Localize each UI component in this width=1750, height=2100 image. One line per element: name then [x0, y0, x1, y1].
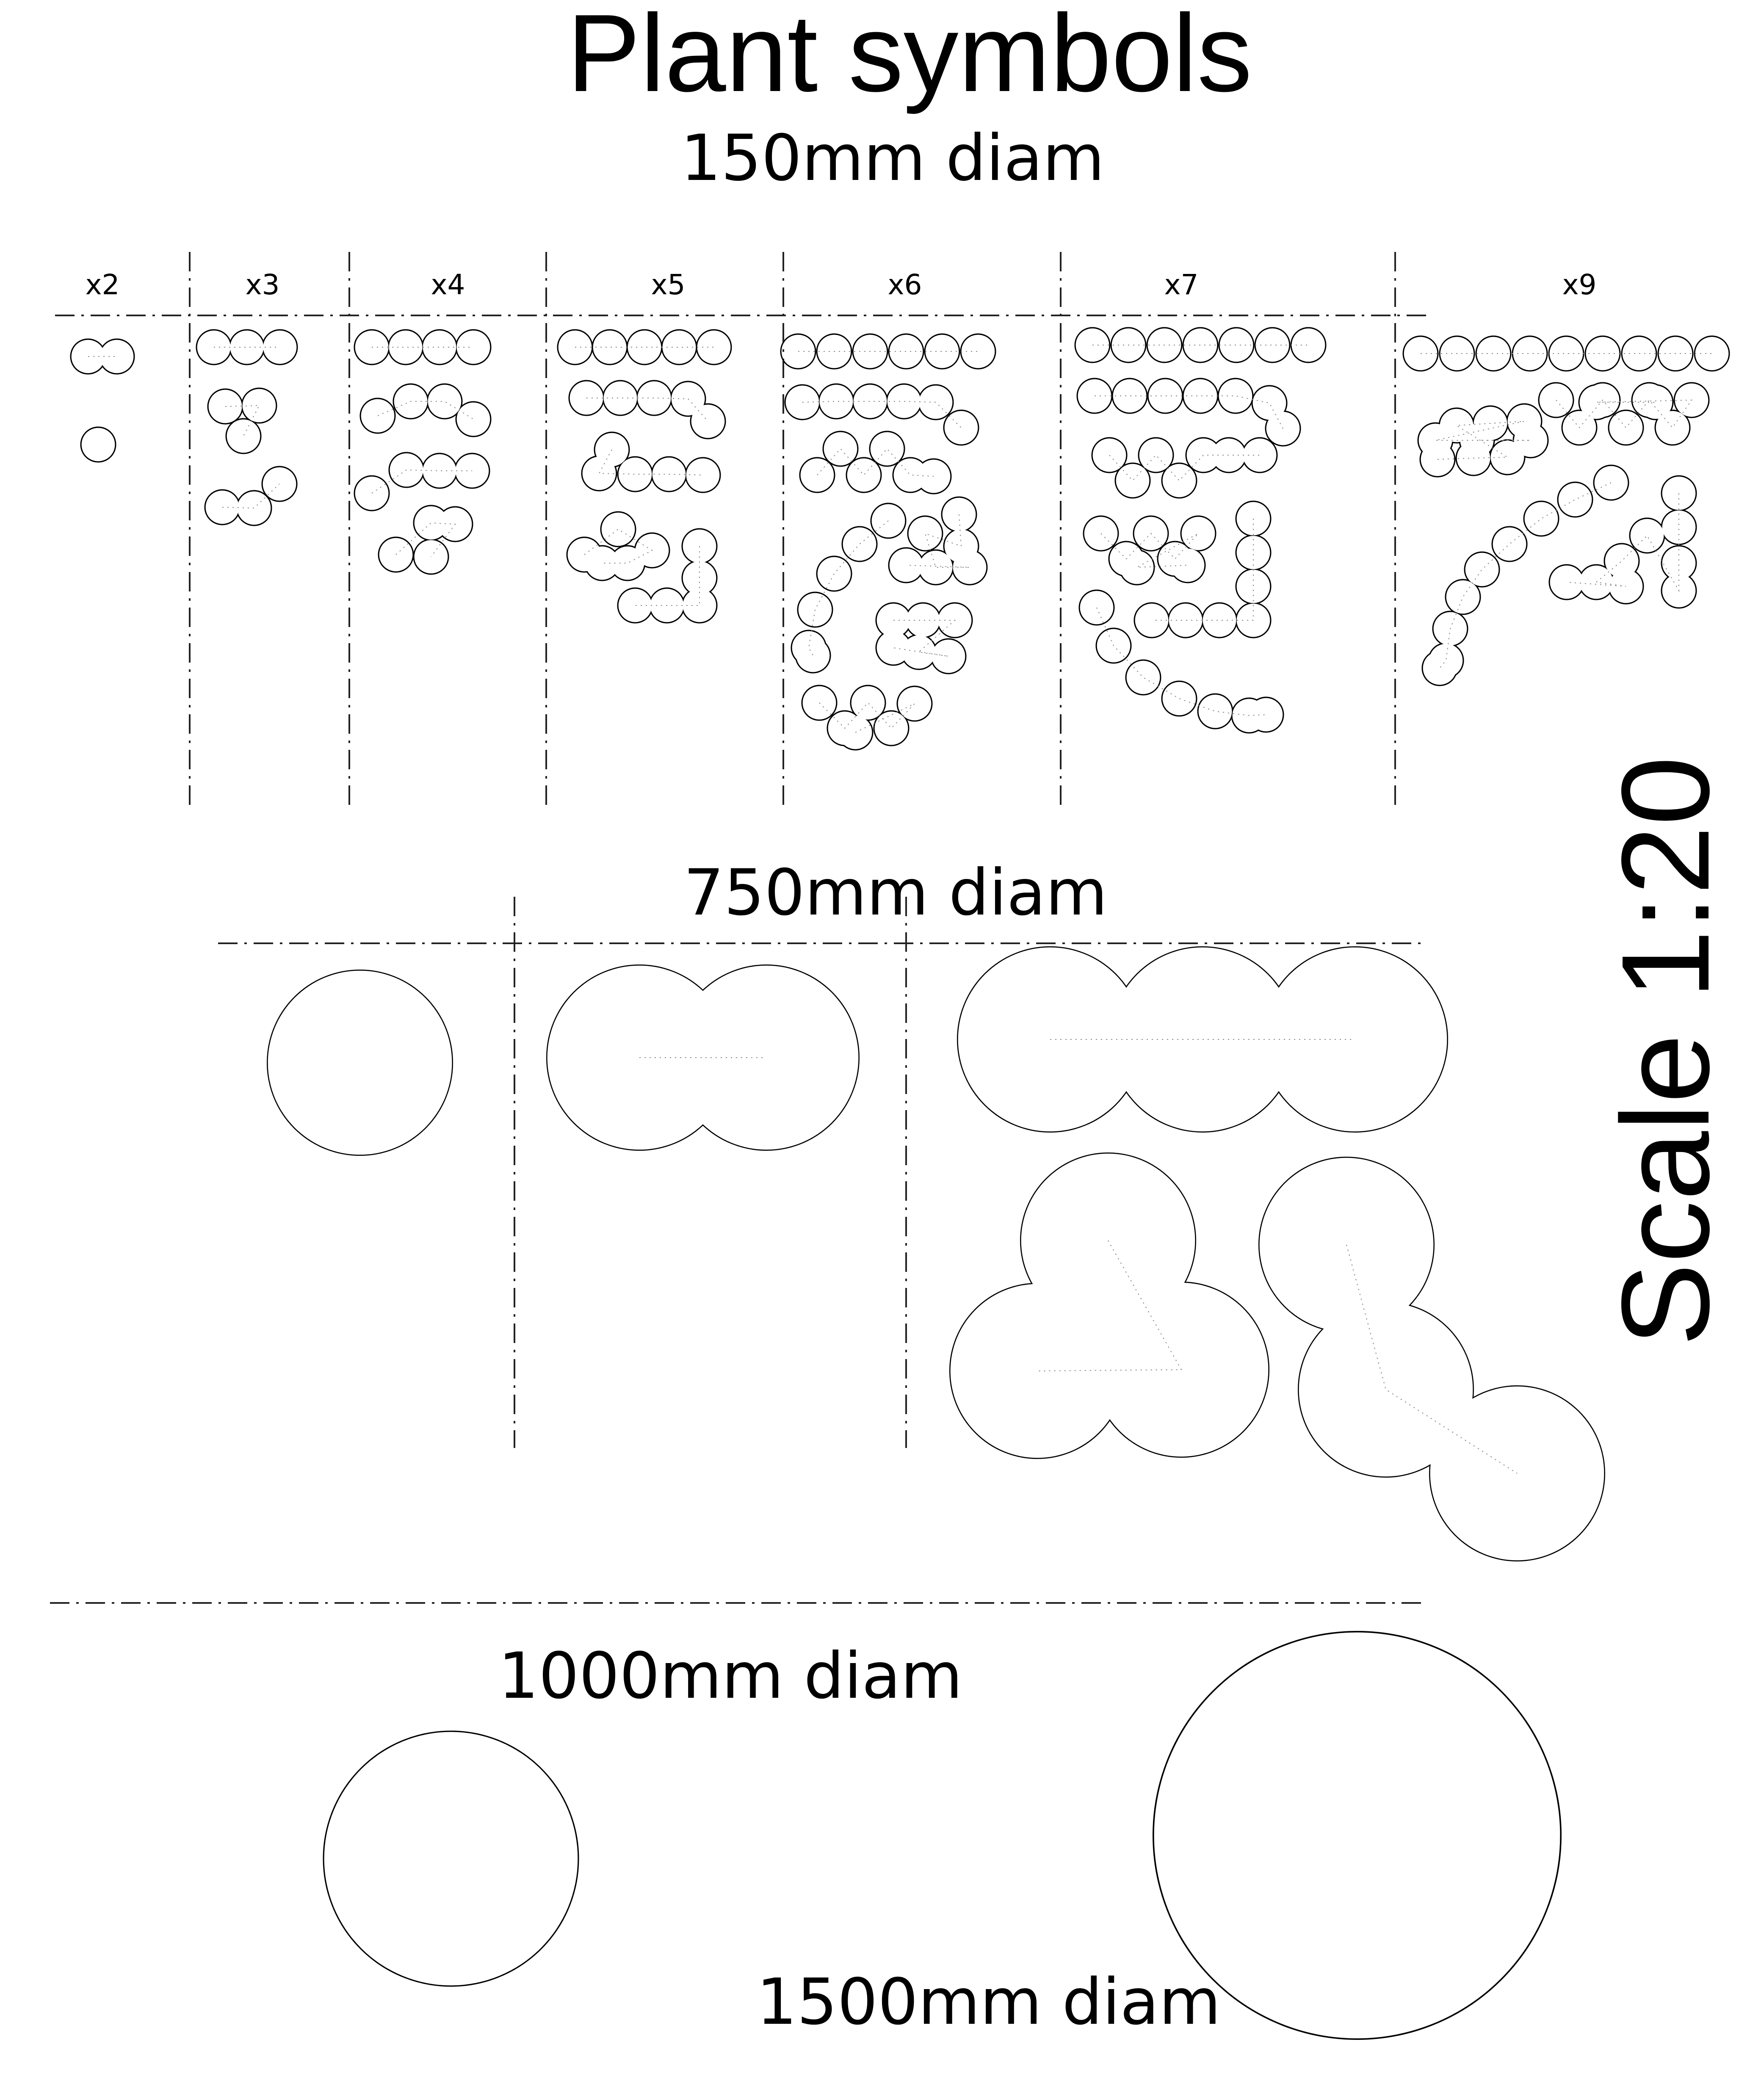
cluster-750-angle	[1258, 1157, 1605, 1561]
cluster-x7-row	[1074, 327, 1327, 363]
group-label-x3: x3	[245, 268, 279, 301]
cluster-x6-bend	[784, 383, 979, 446]
cluster-x5-corner	[617, 528, 718, 624]
heading-750mm: 750mm diam	[683, 856, 1107, 930]
cluster-x4-diamond	[378, 505, 473, 575]
sheet-title: Plant symbols	[567, 0, 1252, 115]
cluster-x6-zigzag	[799, 431, 952, 495]
cluster-x9-parallelogram	[1417, 403, 1549, 478]
cluster-750-pair	[546, 964, 860, 1151]
plant-symbol-clusters	[70, 327, 1730, 2040]
cluster-x9-arc	[1421, 464, 1629, 686]
cluster-x7-corner	[1133, 500, 1272, 638]
cluster-x5-bend	[568, 380, 726, 439]
heading-150mm: 150mm diam	[680, 122, 1104, 195]
cluster-x9-zigzag	[1538, 382, 1710, 446]
cluster-x9-row	[1402, 335, 1730, 372]
cluster-x6-zigzag-2	[801, 685, 933, 751]
cluster-750-single	[267, 970, 453, 1156]
cluster-x5-tri	[566, 511, 670, 581]
cluster-x9-triangle	[1548, 475, 1697, 609]
cluster-x7-arc	[1078, 589, 1284, 734]
group-label-x6: x6	[887, 268, 922, 301]
cluster-x5-row	[557, 329, 732, 365]
group-label-x5: x5	[651, 268, 685, 301]
cluster-x7-zigzag	[1091, 437, 1278, 499]
cluster-x5-step	[581, 431, 721, 493]
cluster-x2-single	[80, 426, 116, 463]
cluster-x6-arc	[791, 503, 907, 674]
group-label-x4: x4	[431, 268, 465, 301]
cluster-x4-hook	[354, 452, 490, 511]
cluster-x4-arc	[359, 383, 492, 437]
cluster-x7-bend	[1076, 378, 1301, 447]
cluster-x3-row	[196, 329, 298, 365]
heading-1000mm: 1000mm diam	[498, 1639, 963, 1713]
cluster-750-row-three	[957, 946, 1448, 1133]
scale-label: Scale 1:20	[1595, 756, 1735, 1346]
group-label-x9: x9	[1562, 268, 1596, 301]
cluster-x3-diagonal	[204, 466, 298, 526]
guide-lines	[50, 252, 1427, 1604]
cluster-x6-zigright	[888, 496, 988, 586]
cluster-x2-pair	[70, 338, 135, 375]
cluster-x3-triangle	[207, 387, 277, 454]
heading-1500mm: 1500mm diam	[757, 1965, 1221, 2039]
cluster-x6-vee	[875, 602, 973, 674]
group-label-x2: x2	[85, 268, 119, 301]
cluster-x7-zigzag-2	[1083, 515, 1216, 586]
group-label-x7: x7	[1164, 268, 1198, 301]
circle-1500mm	[1153, 1631, 1562, 2040]
cluster-x4-row	[354, 329, 492, 365]
cluster-750-triangle	[949, 1152, 1269, 1459]
cluster-x6-row	[780, 333, 996, 370]
circle-1000mm	[323, 1730, 579, 1987]
